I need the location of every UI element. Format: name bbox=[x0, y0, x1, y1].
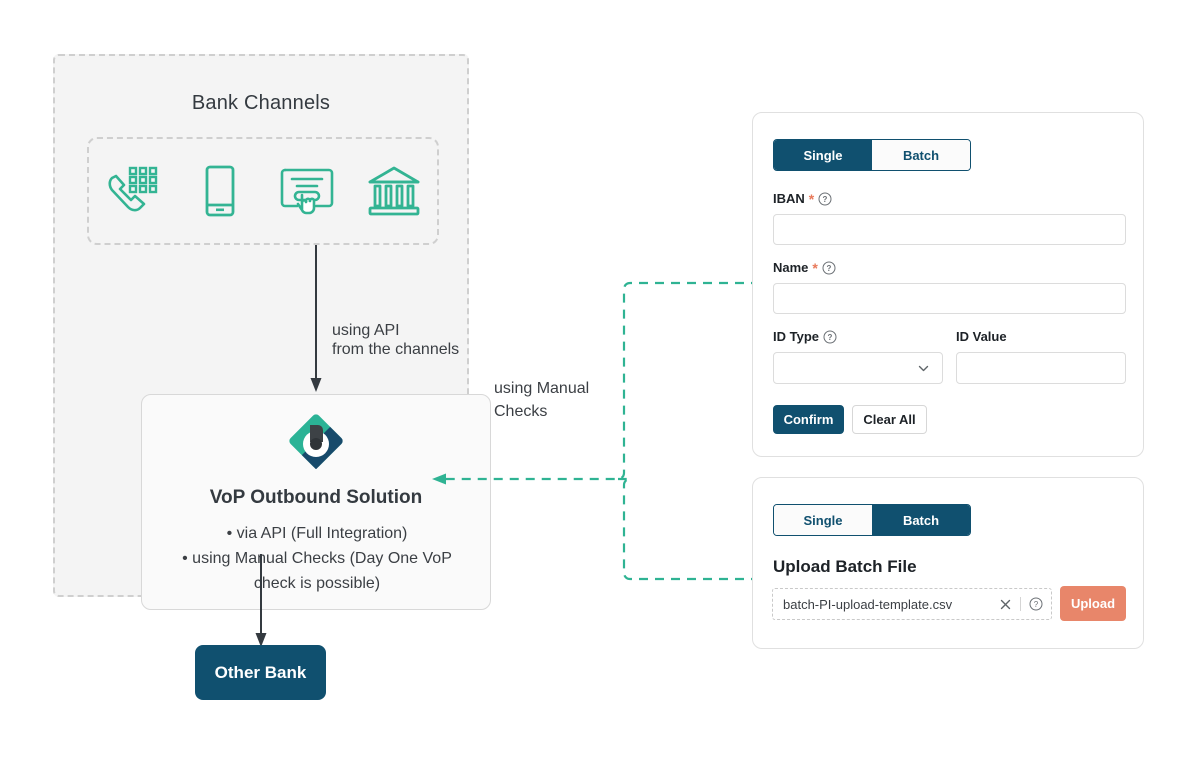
manual-checks-label: using Manual Checks bbox=[494, 380, 590, 420]
tab-single[interactable]: Single bbox=[774, 505, 872, 535]
tab-batch[interactable]: Batch bbox=[872, 140, 970, 170]
other-bank-node: Other Bank bbox=[195, 645, 326, 700]
vop-bullet-item: check is possible) bbox=[253, 575, 381, 592]
channel-icons-group bbox=[87, 137, 439, 245]
batch-file-field[interactable]: batch-PI-upload-template.csv ? bbox=[772, 588, 1052, 620]
name-input[interactable] bbox=[773, 283, 1126, 314]
phone-keypad-icon bbox=[102, 160, 164, 222]
svg-text:?: ? bbox=[828, 333, 833, 342]
vop-logo-icon bbox=[289, 414, 343, 469]
iban-label-text: IBAN bbox=[773, 191, 805, 206]
bank-channels-panel: Bank Channels bbox=[53, 54, 491, 610]
id-type-select[interactable] bbox=[773, 352, 943, 384]
chevron-down-icon bbox=[917, 362, 930, 375]
id-value-label-text: ID Value bbox=[956, 329, 1007, 344]
name-help-icon[interactable]: ? bbox=[822, 261, 836, 275]
tab-single[interactable]: Single bbox=[774, 140, 872, 170]
iban-input[interactable] bbox=[773, 214, 1126, 245]
vop-bullet-item: • via API (Full Integration) bbox=[226, 525, 408, 542]
batch-file-name: batch-PI-upload-template.csv bbox=[783, 596, 953, 612]
field-divider bbox=[1020, 597, 1021, 611]
id-value-input[interactable] bbox=[956, 352, 1126, 384]
id-type-help-icon[interactable]: ? bbox=[823, 330, 837, 344]
other-bank-label: Other Bank bbox=[214, 662, 307, 682]
iban-help-icon[interactable]: ? bbox=[818, 192, 832, 206]
iban-label: IBAN * ? bbox=[773, 191, 832, 206]
clear-all-button[interactable]: Clear All bbox=[852, 405, 927, 434]
batch-card-mode-toggle[interactable]: Single Batch bbox=[773, 504, 971, 536]
id-type-label: ID Type ? bbox=[773, 329, 837, 344]
api-flow-label: using API from the channels bbox=[332, 322, 460, 358]
svg-text:?: ? bbox=[823, 195, 828, 204]
svg-text:?: ? bbox=[826, 264, 831, 273]
vop-outbound-card: VoP Outbound Solution • via API (Full In… bbox=[141, 394, 491, 610]
batch-upload-card: Single Batch Upload Batch File batch-PI-… bbox=[752, 477, 1144, 649]
single-check-card: Single Batch IBAN * ? Name * ? bbox=[752, 112, 1144, 457]
iban-required-asterisk: * bbox=[808, 190, 815, 207]
svg-text:?: ? bbox=[1034, 600, 1039, 609]
batch-file-help-icon[interactable]: ? bbox=[1029, 597, 1043, 611]
name-label-text: Name bbox=[773, 260, 809, 275]
upload-batch-file-title: Upload Batch File bbox=[773, 557, 917, 576]
upload-button[interactable]: Upload bbox=[1060, 586, 1126, 621]
name-label: Name * ? bbox=[773, 260, 836, 275]
vop-bullet-list: • via API (Full Integration) • using Man… bbox=[156, 521, 478, 596]
single-card-mode-toggle[interactable]: Single Batch bbox=[773, 139, 971, 171]
vop-bullet-item: • using Manual Checks (Day One VoP bbox=[182, 550, 452, 567]
bank-channels-title: Bank Channels bbox=[191, 92, 331, 114]
name-required-asterisk: * bbox=[812, 259, 818, 276]
vop-title: VoP Outbound Solution bbox=[209, 487, 423, 508]
id-type-label-text: ID Type bbox=[773, 329, 819, 344]
confirm-button[interactable]: Confirm bbox=[773, 405, 844, 434]
online-banking-click-icon bbox=[276, 160, 338, 222]
close-icon[interactable] bbox=[998, 597, 1012, 611]
id-value-label: ID Value bbox=[956, 329, 1007, 344]
api-flow-arrow bbox=[310, 245, 322, 392]
tab-batch[interactable]: Batch bbox=[872, 505, 970, 535]
other-bank-flow-arrow bbox=[255, 554, 267, 647]
bank-building-icon bbox=[363, 160, 425, 222]
mobile-phone-icon bbox=[189, 160, 251, 222]
